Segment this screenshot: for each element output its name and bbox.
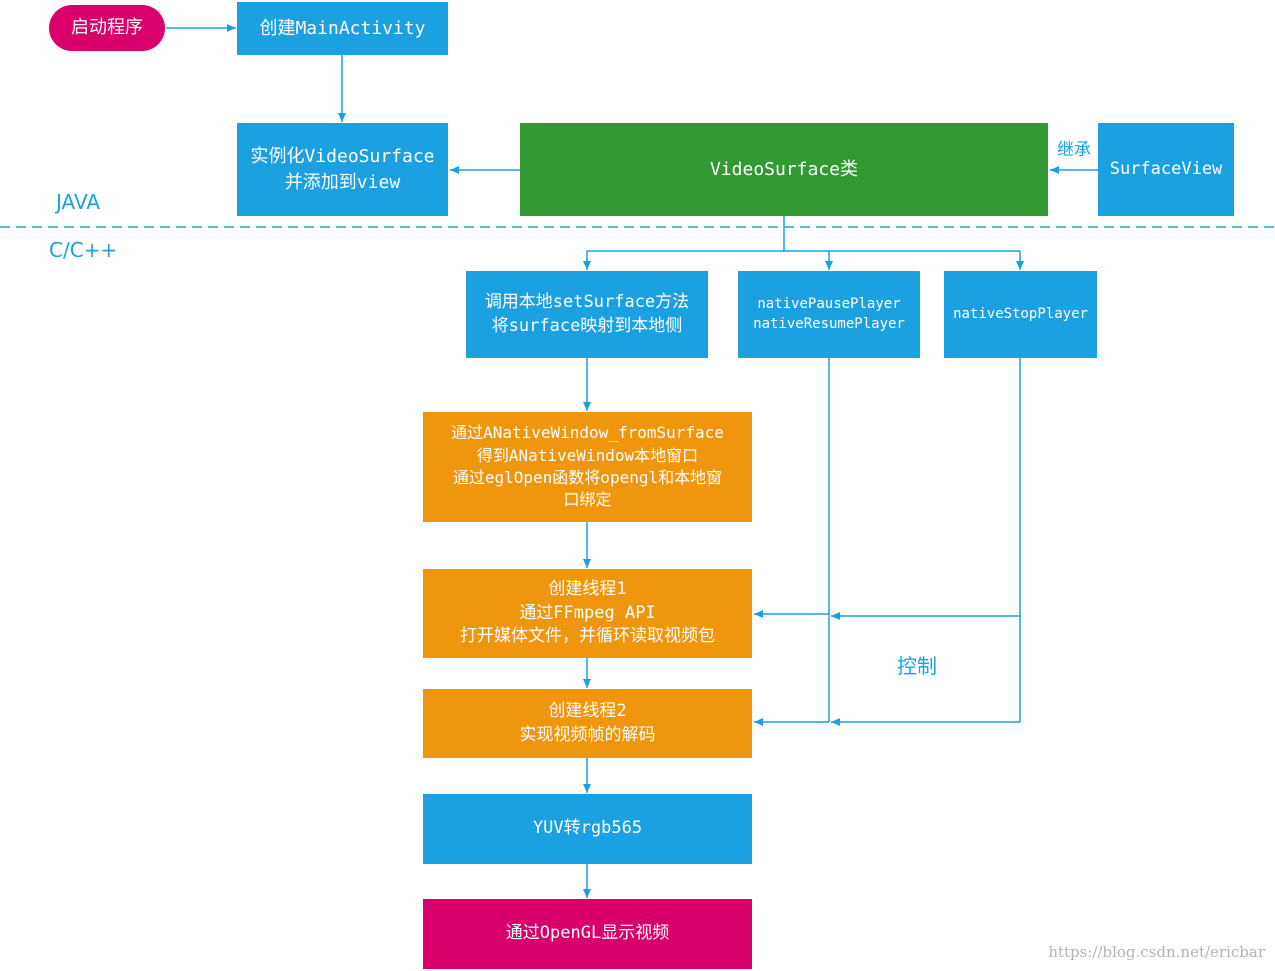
thread2-node: 创建线程2 实现视频帧的解码 (423, 689, 752, 758)
cpp-layer-label: C/C++ (49, 238, 118, 262)
create-mainactivity-node: 创建MainActivity (237, 2, 448, 55)
native-window-node: 通过ANativeWindow_fromSurface 得到ANativeWin… (423, 412, 752, 522)
setsurface-node: 调用本地setSurface方法 将surface映射到本地侧 (466, 271, 708, 358)
edge-videosurface-branch (783, 216, 1020, 252)
java-layer-label: JAVA (56, 190, 101, 214)
surfaceview-node: SurfaceView (1098, 123, 1234, 216)
instantiate-videosurface-node: 实例化VideoSurface 并添加到view (237, 123, 448, 216)
watermark: https://blog.csdn.net/ericbar (1048, 943, 1265, 961)
pause-resume-node: nativePausePlayer nativeResumePlayer (738, 271, 920, 358)
start-node: 启动程序 (49, 5, 165, 51)
stop-player-node: nativeStopPlayer (944, 271, 1097, 358)
opengl-display-node: 通过OpenGL显示视频 (423, 899, 752, 969)
yuv-convert-node: YUV转rgb565 (423, 794, 752, 864)
thread1-node: 创建线程1 通过FFmpeg API 打开媒体文件，并循环读取视频包 (423, 569, 752, 658)
videosurface-class-node: VideoSurface类 (520, 123, 1048, 216)
control-label: 控制 (897, 654, 937, 678)
inherit-label: 继承 (1057, 140, 1091, 160)
